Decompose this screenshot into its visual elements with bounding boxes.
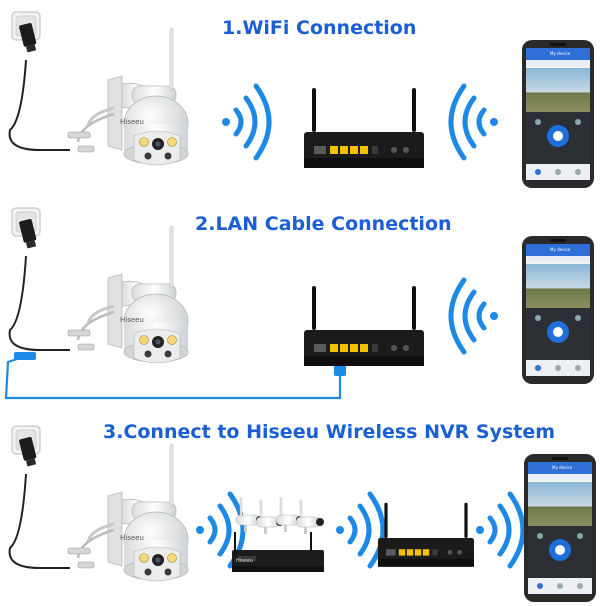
wifi-waves-icon <box>476 494 523 566</box>
power-outlet-icon <box>11 11 41 53</box>
wifi-router-icon <box>304 286 424 366</box>
lan-plug <box>14 352 36 360</box>
smartphone-icon <box>522 236 594 384</box>
nvr-brand-label: Hiseeu <box>236 558 253 564</box>
ptz-camera-icon <box>66 442 190 583</box>
wifi-waves-icon <box>451 280 498 352</box>
heading-wifi-connection: 1.WiFi Connection <box>222 17 417 39</box>
camera-brand-label: Hiseeu <box>120 534 144 542</box>
power-cable <box>8 59 70 151</box>
camera-brand-label: Hiseeu <box>120 118 144 126</box>
lan-cable <box>4 356 342 400</box>
smartphone-icon <box>522 40 594 188</box>
phone-title: My device <box>550 247 571 252</box>
wifi-waves-icon <box>336 494 383 566</box>
lan-plug <box>334 364 346 376</box>
nvr-recorder-icon <box>232 532 324 572</box>
bullet-camera-icon <box>295 499 325 535</box>
power-cable <box>8 255 70 351</box>
wifi-router-icon <box>378 502 474 567</box>
wifi-waves-icon <box>451 86 498 158</box>
smartphone-icon <box>524 454 596 602</box>
ptz-camera-icon <box>66 26 190 167</box>
wifi-router-icon <box>304 88 424 168</box>
phone-title: My device <box>550 51 571 56</box>
power-cable <box>8 473 70 569</box>
wifi-waves-icon <box>222 86 269 158</box>
power-outlet-icon <box>11 425 41 467</box>
phone-title: My device <box>552 465 573 470</box>
heading-lan-connection: 2.LAN Cable Connection <box>195 213 452 235</box>
heading-nvr-connection: 3.Connect to Hiseeu Wireless NVR System <box>103 421 556 443</box>
ptz-camera-icon <box>66 224 190 365</box>
power-outlet-icon <box>11 207 41 249</box>
camera-brand-label: Hiseeu <box>120 316 144 324</box>
